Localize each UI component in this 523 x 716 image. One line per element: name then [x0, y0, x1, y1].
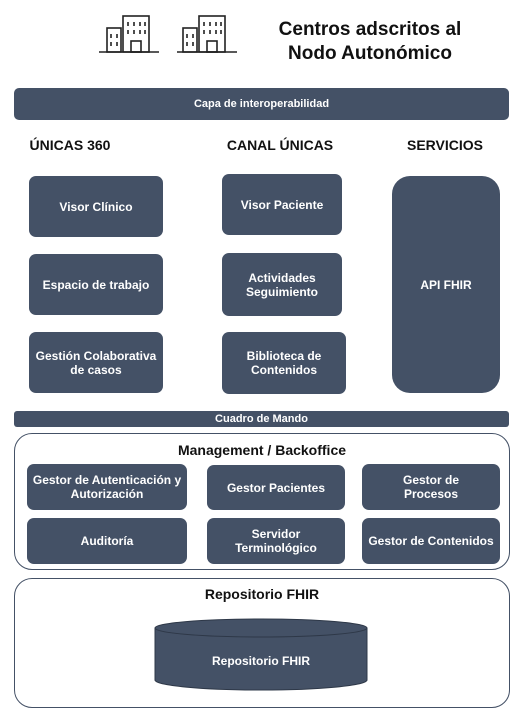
- page-title: Centros adscritos al Nodo Autonómico: [278, 19, 462, 64]
- database-icon: [154, 618, 368, 691]
- auditoria-box: Auditoría: [27, 518, 187, 564]
- gestor-procesos-box: Gestor de Procesos: [362, 464, 500, 510]
- visor-paciente-box: Visor Paciente: [222, 174, 342, 235]
- cuadro-de-mando-bar: Cuadro de Mando: [14, 411, 509, 427]
- visor-clinico-box: Visor Clínico: [29, 176, 163, 237]
- servidor-terminologico-box: Servidor Terminológico: [207, 518, 345, 564]
- column-heading-unicas-360: ÚNICAS 360: [29, 137, 111, 153]
- building-icon: [99, 15, 159, 53]
- actividades-seguimiento-box: Actividades Seguimiento: [222, 253, 342, 316]
- column-heading-servicios: SERVICIOS: [407, 137, 483, 153]
- repositorio-fhir-title: Repositorio FHIR: [204, 586, 320, 602]
- gestion-colaborativa-box: Gestión Colaborativa de casos: [29, 332, 163, 393]
- gestor-contenidos-box: Gestor de Contenidos: [362, 518, 500, 564]
- espacio-trabajo-box: Espacio de trabajo: [29, 254, 163, 315]
- building-icon: [177, 15, 237, 53]
- repositorio-fhir-database-label: Repositorio FHIR: [212, 654, 310, 668]
- gestor-pacientes-box: Gestor Pacientes: [207, 465, 345, 510]
- management-backoffice-title: Management / Backoffice: [177, 442, 347, 458]
- column-heading-canal-unicas: CANAL ÚNICAS: [226, 137, 334, 153]
- gestor-autenticacion-box: Gestor de Autenticación y Autorización: [27, 464, 187, 510]
- api-fhir-box: API FHIR: [392, 176, 500, 393]
- biblioteca-contenidos-box: Biblioteca de Contenidos: [222, 332, 346, 394]
- interop-layer-bar: Capa de interoperabilidad: [14, 88, 509, 120]
